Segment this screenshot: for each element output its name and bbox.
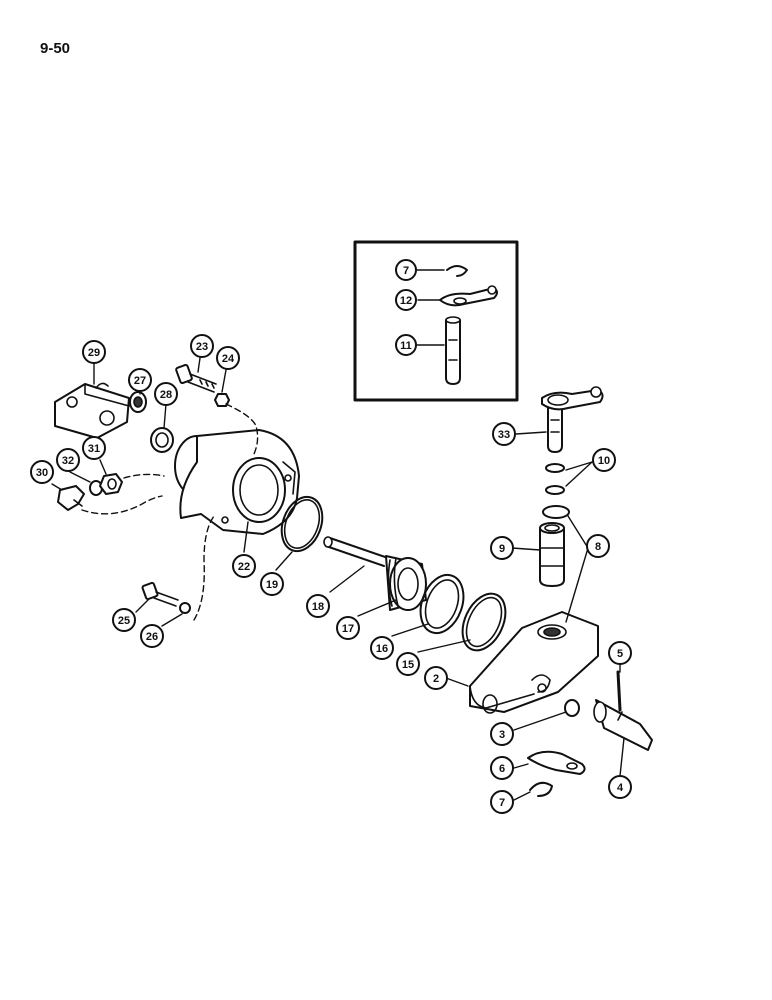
callout-5: 5 [608, 641, 632, 665]
callout-2: 2 [424, 666, 448, 690]
svg-text:29: 29 [88, 347, 100, 359]
svg-text:26: 26 [146, 631, 158, 643]
svg-text:17: 17 [342, 623, 354, 635]
callout-27: 27 [128, 368, 152, 392]
svg-text:33: 33 [498, 429, 510, 441]
o-ring-3-part [564, 699, 580, 717]
callout-19: 19 [260, 572, 284, 596]
svg-text:3: 3 [499, 729, 505, 741]
leader-lines [51, 269, 625, 801]
callout-32: 32 [56, 448, 80, 472]
svg-text:12: 12 [400, 295, 412, 307]
svg-text:28: 28 [160, 389, 172, 401]
seal-28-part [150, 427, 174, 453]
svg-text:31: 31 [88, 443, 100, 455]
svg-text:22: 22 [238, 561, 250, 573]
cylinder-barrel-part [174, 429, 300, 535]
callout-22: 22 [232, 554, 256, 578]
callout-7-inset: 7 [395, 259, 417, 281]
elbow-fitting-30-part [57, 485, 85, 511]
svg-text:5: 5 [617, 648, 623, 660]
o-ring-19-part [280, 495, 324, 553]
svg-text:32: 32 [62, 455, 74, 467]
callout-11: 11 [395, 334, 417, 356]
callout-26: 26 [140, 624, 164, 648]
callout-3: 3 [490, 722, 514, 746]
lever-plate-part [527, 750, 586, 775]
washer-27-part [129, 391, 147, 413]
svg-text:18: 18 [312, 601, 324, 613]
svg-text:30: 30 [36, 467, 48, 479]
callout-16: 16 [370, 636, 394, 660]
callout-33: 33 [492, 422, 516, 446]
piston-rod-part [323, 536, 389, 567]
callout-8: 8 [586, 534, 610, 558]
svg-text:24: 24 [222, 353, 235, 365]
dashed-guide-lines [81, 403, 259, 621]
seal-15-part [461, 592, 507, 652]
bolt-25-part [141, 581, 179, 607]
callout-23: 23 [190, 334, 214, 358]
svg-text:16: 16 [376, 643, 388, 655]
callout-15: 15 [396, 652, 420, 676]
piston-part [385, 555, 427, 611]
shaft-4-part [593, 699, 653, 751]
callout-17: 17 [336, 616, 360, 640]
page-number: 9-50 [40, 40, 71, 57]
callout-25: 25 [112, 608, 136, 632]
svg-text:11: 11 [400, 340, 412, 352]
svg-text:23: 23 [196, 341, 208, 353]
sleeve-part [539, 522, 565, 587]
callout-31: 31 [82, 436, 106, 460]
svg-text:7: 7 [499, 797, 505, 809]
bolt-23-part [175, 363, 217, 393]
svg-text:6: 6 [499, 763, 505, 775]
svg-text:27: 27 [134, 375, 146, 387]
callout-30: 30 [30, 460, 54, 484]
callout-4: 4 [608, 775, 632, 799]
callout-6: 6 [490, 756, 514, 780]
valve-housing-part [469, 611, 599, 714]
svg-text:15: 15 [402, 659, 414, 671]
nut-24-part [214, 393, 230, 407]
roll-pin-part [616, 670, 622, 712]
fitting-31-part [99, 473, 123, 495]
callout-9: 9 [490, 536, 514, 560]
callout-29: 29 [82, 340, 106, 364]
svg-text:10: 10 [598, 455, 610, 467]
callout-12: 12 [395, 289, 417, 311]
svg-text:9: 9 [499, 543, 505, 555]
callout-18: 18 [306, 594, 330, 618]
svg-text:2: 2 [433, 673, 439, 685]
svg-text:4: 4 [617, 782, 624, 794]
washer-26-part [179, 602, 191, 614]
inset-box [353, 240, 519, 402]
svg-text:7: 7 [403, 265, 409, 277]
svg-text:19: 19 [266, 579, 278, 591]
callout-7: 7 [490, 790, 514, 814]
lever-shaft-part [541, 386, 604, 453]
callout-28: 28 [154, 382, 178, 406]
callout-24: 24 [216, 346, 240, 370]
wear-ring-16-part [419, 573, 465, 635]
clevis-block-part [54, 382, 130, 439]
e-clip-part [529, 781, 553, 797]
o-rings-10-part [545, 463, 565, 495]
svg-text:8: 8 [595, 541, 601, 553]
callout-10: 10 [592, 448, 616, 472]
svg-text:25: 25 [118, 615, 130, 627]
